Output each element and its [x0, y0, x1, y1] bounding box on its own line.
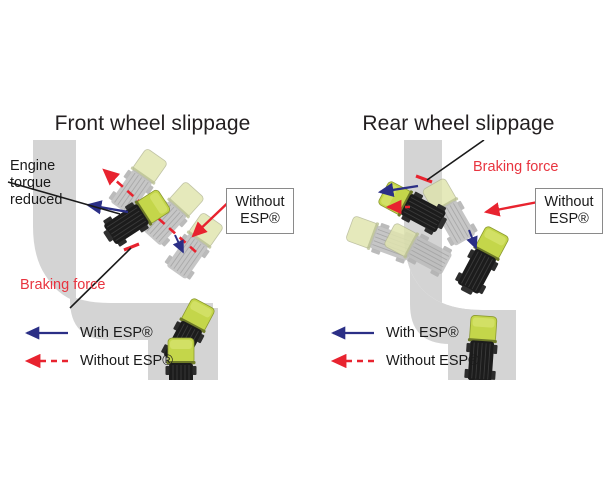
- legend-item-without-esp: Without ESP®: [24, 350, 173, 372]
- without-esp-arrow-icon: [330, 354, 376, 368]
- callout-line-2: ESP®: [240, 211, 280, 227]
- legend-label-with-esp: With ESP®: [386, 325, 459, 341]
- label-braking-force-front: Braking force: [20, 277, 106, 293]
- label-braking-force-rear: Braking force: [473, 159, 559, 175]
- scene-front: [0, 140, 305, 380]
- legend-label-with-esp: With ESP®: [80, 325, 153, 341]
- panel-front-wheel-slippage: Front wheel slippage: [0, 0, 305, 500]
- engine-torque-line-1: Engine: [10, 158, 56, 174]
- panel-rear-wheel-slippage: Rear wheel slippage: [306, 0, 611, 500]
- road-surface: [33, 140, 218, 380]
- with-esp-arrow-icon: [24, 326, 70, 340]
- legend-item-without-esp: Without ESP®: [330, 350, 479, 372]
- legend-item-with-esp: With ESP®: [330, 322, 479, 344]
- with-esp-arrow-icon: [330, 326, 376, 340]
- callout-without-esp-rear: Without ESP®: [535, 188, 603, 234]
- braking-force-marker: [123, 242, 140, 252]
- legend-item-with-esp: With ESP®: [24, 322, 173, 344]
- engine-torque-line-2: torque: [10, 175, 52, 191]
- braking-force-marker-rear: [415, 174, 433, 184]
- legend-label-without-esp: Without ESP®: [80, 353, 173, 369]
- leader-lines: [7, 181, 132, 309]
- legend-label-without-esp: Without ESP®: [386, 353, 479, 369]
- callout-line-2: ESP®: [549, 211, 589, 227]
- callout-arrow-without-esp-rear: [483, 200, 539, 217]
- with-esp-arrow-rear: [377, 182, 419, 198]
- panel-title-rear: Rear wheel slippage: [362, 112, 555, 135]
- without-esp-arrow-icon: [24, 354, 70, 368]
- leader-lines: [426, 140, 485, 181]
- scene-rear: [306, 140, 611, 380]
- callout-without-esp-front: Without ESP®: [226, 188, 294, 234]
- legend-rear: With ESP® Without ESP®: [330, 322, 479, 378]
- with-esp-arrow-small: [172, 234, 184, 254]
- label-engine-torque-reduced: Engine torque reduced: [10, 158, 80, 209]
- with-esp-arrow-small-rear: [466, 229, 478, 250]
- panel-title-front: Front wheel slippage: [54, 112, 251, 135]
- callout-line-1: Without: [235, 194, 285, 210]
- callout-line-1: Without: [544, 194, 594, 210]
- legend-front: With ESP® Without ESP®: [24, 322, 173, 378]
- engine-torque-line-3: reduced: [10, 192, 63, 208]
